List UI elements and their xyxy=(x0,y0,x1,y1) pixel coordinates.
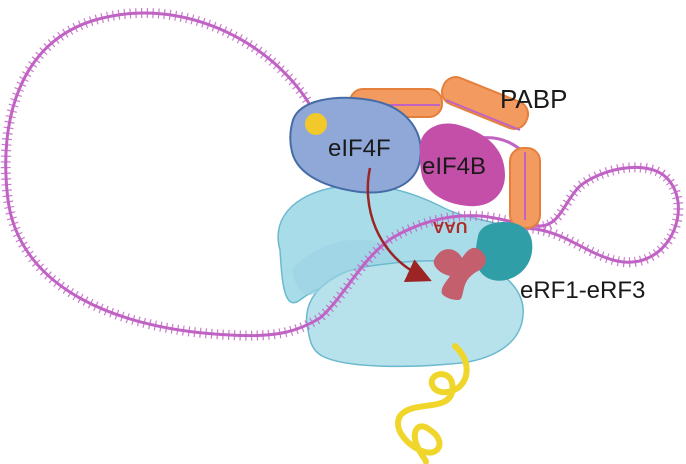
erf-complex xyxy=(475,222,533,281)
erf-label: eRF1-eRF3 xyxy=(520,277,645,304)
mrna-strand-icon xyxy=(4,11,680,338)
pabp-mrna-bound-2 xyxy=(445,99,521,131)
pabp-segment-2 xyxy=(440,76,530,130)
eif4f-label: eIF4F xyxy=(328,135,391,162)
mrna-cap-icon xyxy=(305,113,327,135)
recycling-arrow xyxy=(366,167,432,283)
pabp-label: PABP xyxy=(500,84,567,114)
trna-icon xyxy=(433,247,486,300)
eif4b-label: eIF4B xyxy=(422,153,486,180)
stop-codon-label: UAA xyxy=(432,218,467,235)
peptide-chain-icon xyxy=(395,343,470,464)
eif4f-complex xyxy=(289,96,422,194)
ribosome-small-subunit xyxy=(305,259,524,368)
eif4b-protein xyxy=(419,123,505,207)
